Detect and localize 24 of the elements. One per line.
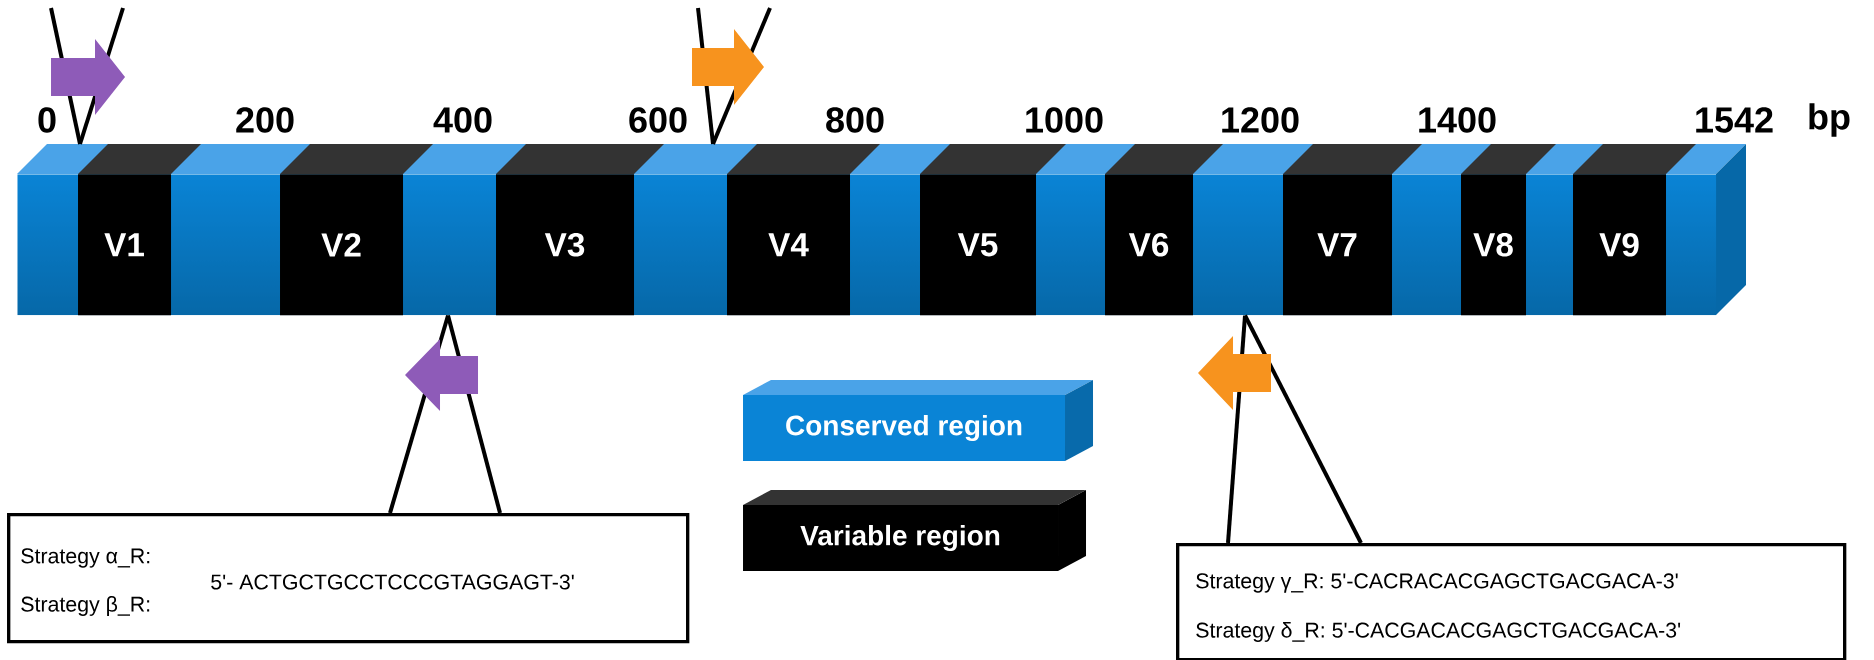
variable-segment: V2: [280, 144, 433, 316]
variable-segment: V5: [920, 144, 1066, 316]
variable-segment: V1: [78, 144, 201, 316]
sequence-box: Strategy α_R: Strategy β_R: 5'- ACTGCTGCCTCCCGTAGGAGT-3': [7, 513, 690, 644]
scale-label: 400: [433, 107, 492, 133]
legend-label: Conserved region: [786, 414, 1022, 442]
scale-label: 0: [38, 107, 56, 133]
scale-label: 1542: [1696, 107, 1773, 133]
scale-label: 1200: [1222, 107, 1299, 133]
variable-segment: V6: [1105, 144, 1223, 316]
scale-label: 800: [826, 107, 884, 133]
sequence-box: Strategy γ_R: 5'-CACRACACGAGCTGACGACA-3' Strategy δ_R: 5'-CACGACACGAGCTGACGACA-3': [1176, 543, 1847, 660]
variable-segment: V7: [1283, 144, 1422, 316]
scale-label: 1000: [1026, 107, 1103, 133]
scale-label: 200: [236, 107, 294, 133]
variable-segment: V8: [1461, 144, 1556, 316]
scale-label: bp: [1809, 103, 1850, 137]
variable-segment: V3: [496, 144, 664, 316]
leader-line: [1243, 314, 1363, 544]
legend-label: Variable region: [800, 524, 1000, 552]
variable-segment: V4: [727, 144, 880, 316]
scale-label: 1400: [1419, 107, 1496, 133]
variable-segment: V9: [1573, 144, 1696, 316]
scale-label: 600: [629, 107, 687, 133]
